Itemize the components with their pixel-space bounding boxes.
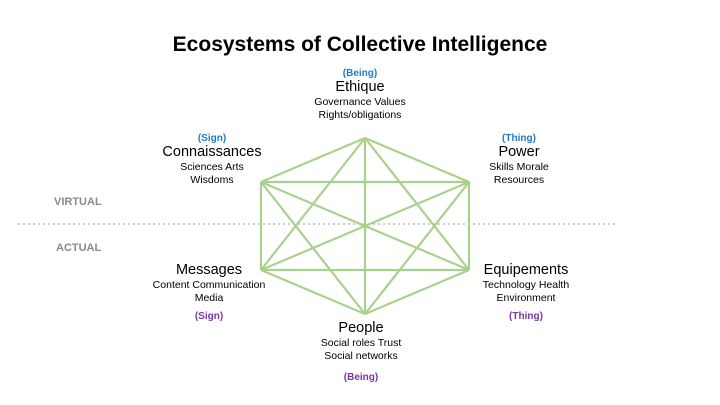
node-name: Power — [498, 144, 540, 160]
node-power: (Thing) Power Skills Morale Resources — [489, 133, 549, 187]
slide-title: Ecosystems of Collective Intelligence — [172, 33, 548, 56]
connection-edge — [364, 136, 470, 184]
connection-edge — [260, 180, 470, 272]
node-name: People — [338, 320, 384, 336]
node-line: Technology Health — [482, 279, 570, 291]
node-line: Wisdoms — [190, 174, 234, 186]
node-tag: (Being) — [342, 68, 378, 79]
connection-edge — [260, 268, 366, 316]
node-line: Sciences Arts — [180, 161, 244, 173]
node-ethique: (Being) Ethique Governance Values Rights… — [314, 68, 405, 122]
connection-edge — [260, 181, 366, 315]
node-name: Connaissances — [162, 144, 262, 160]
node-tag: (Sign) — [197, 133, 227, 144]
node-messages: Messages Content Communication Media (Si… — [153, 262, 266, 322]
node-name: Messages — [175, 262, 243, 278]
node-line: Rights/obligations — [318, 109, 402, 121]
node-line: Social roles Trust — [320, 337, 402, 349]
node-tag: (Sign) — [194, 311, 224, 322]
node-line: Content Communication — [152, 279, 266, 291]
node-line: Media — [194, 292, 224, 304]
node-connaissances: (Sign) Connaissances Sciences Arts Wisdo… — [162, 133, 261, 187]
node-line: Resources — [493, 174, 545, 186]
node-people: People Social roles Trust Social network… — [321, 320, 402, 383]
node-equipements: Equipements Technology Health Environmen… — [483, 262, 569, 322]
connection-edge — [260, 136, 366, 184]
node-line: Social networks — [324, 350, 398, 362]
node-name: Equipements — [483, 262, 569, 278]
zone-label-actual: ACTUAL — [56, 242, 102, 254]
node-line: Environment — [496, 292, 556, 304]
node-tag: (Being) — [343, 372, 379, 383]
connection-edge — [364, 268, 470, 316]
zone-label-virtual: VIRTUAL — [54, 196, 102, 208]
node-line: Governance Values — [314, 96, 406, 108]
node-tag: (Thing) — [509, 311, 543, 322]
node-tag: (Thing) — [502, 133, 536, 144]
node-line: Skills Morale — [489, 161, 549, 173]
node-name: Ethique — [335, 79, 385, 95]
